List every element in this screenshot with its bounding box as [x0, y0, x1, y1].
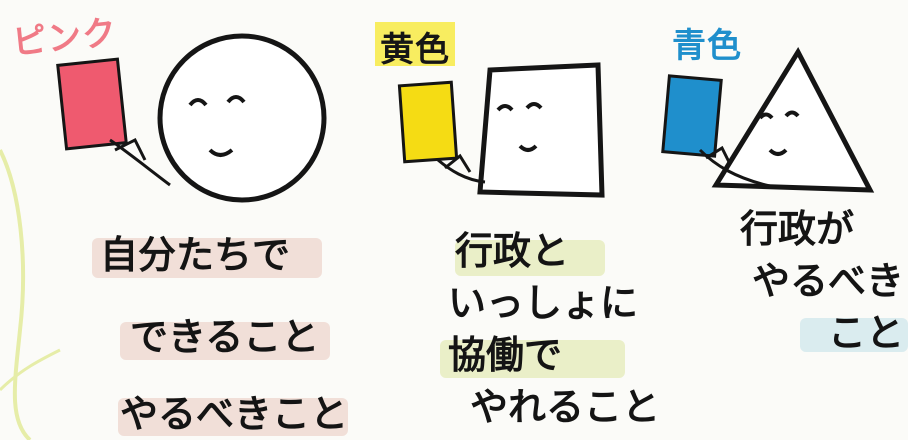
- round-character: [157, 33, 327, 203]
- mouth: [518, 144, 538, 152]
- highlight-p2-l3: [440, 340, 625, 378]
- yellow-label-highlight: [375, 22, 455, 66]
- p1-line-2: できること: [130, 315, 320, 359]
- eye-left: [496, 104, 514, 112]
- triangle-character: [711, 46, 875, 193]
- panel-2-drawing: [375, 22, 605, 198]
- mouth: [208, 148, 234, 157]
- eye-left: [188, 98, 208, 107]
- hand-arm: [109, 137, 171, 187]
- pink-card: [56, 57, 128, 151]
- eye-right: [784, 110, 800, 118]
- eye-right: [525, 102, 543, 110]
- yellow-label: 黄色: [380, 30, 450, 70]
- highlight-p2-l1: [455, 240, 605, 276]
- p2-line-2: いっしょに: [448, 281, 639, 325]
- border-curve: [0, 149, 32, 440]
- hand-arm: [698, 145, 771, 188]
- border-curve-2: [0, 348, 61, 392]
- highlight-p1-l1: [92, 238, 322, 278]
- hand-arm: [437, 153, 486, 184]
- p3-line-2: やるべき: [752, 259, 905, 303]
- eye-right: [226, 95, 246, 104]
- p3-line-3: こと: [828, 311, 905, 355]
- p3-line-1: 行政が: [740, 207, 855, 251]
- yellow-card: [397, 80, 459, 164]
- highlight-p3-l3: [800, 318, 908, 352]
- p2-line-3: 協働で: [448, 333, 563, 377]
- blue-card: [661, 74, 723, 158]
- panel-1-drawing: [56, 33, 327, 203]
- p1-line-1: 自分たちで: [100, 233, 291, 277]
- p2-line-1: 行政と: [455, 229, 570, 273]
- highlight-p1-l2: [120, 322, 330, 360]
- p1-line-3: やるべきこと: [120, 392, 349, 436]
- square-character: [477, 62, 605, 198]
- mouth: [768, 148, 788, 156]
- panel-3-drawing: [661, 46, 875, 193]
- eye-left: [758, 112, 774, 120]
- highlight-p1-l3: [118, 398, 348, 436]
- p2-line-4: やれること: [470, 385, 661, 429]
- blue-label: 青色: [672, 26, 742, 66]
